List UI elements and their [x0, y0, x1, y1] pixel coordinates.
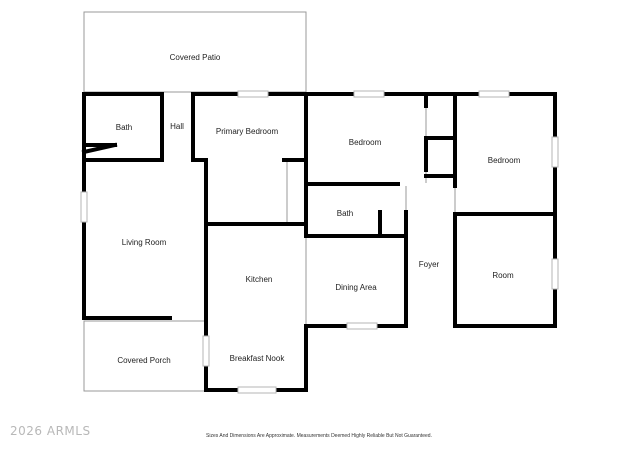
label-foyer: Foyer — [419, 260, 440, 269]
window — [346, 322, 378, 330]
window — [353, 90, 385, 98]
label-room: Room — [492, 271, 514, 280]
copyright-watermark: 2026 ARMLS — [10, 424, 91, 438]
label-kitchen: Kitchen — [246, 275, 273, 284]
window — [237, 90, 269, 98]
label-hall: Hall — [170, 122, 184, 131]
label-covered-porch: Covered Porch — [117, 356, 170, 365]
label-breakfast-nook: Breakfast Nook — [230, 354, 286, 363]
window — [80, 191, 88, 223]
window — [478, 90, 510, 98]
windows — [80, 90, 559, 394]
window — [551, 258, 559, 290]
room-labels: Covered Patio Bath Hall Primary Bedroom … — [116, 53, 521, 365]
window — [237, 386, 277, 394]
outdoor-outlines — [83, 11, 456, 392]
window — [202, 335, 210, 367]
label-dining-area: Dining Area — [335, 283, 377, 292]
label-bedroom-middle: Bedroom — [349, 138, 382, 147]
label-bath-middle: Bath — [337, 209, 353, 218]
label-living-room: Living Room — [122, 238, 167, 247]
covered-patio-outline — [83, 11, 307, 93]
label-primary-bedroom: Primary Bedroom — [216, 127, 279, 136]
label-bedroom-right: Bedroom — [488, 156, 521, 165]
disclaimer-text: Sizes And Dimensions Are Approximate. Me… — [206, 433, 432, 439]
label-bath-upper-left: Bath — [116, 123, 132, 132]
window — [551, 136, 559, 168]
label-covered-patio: Covered Patio — [170, 53, 221, 62]
